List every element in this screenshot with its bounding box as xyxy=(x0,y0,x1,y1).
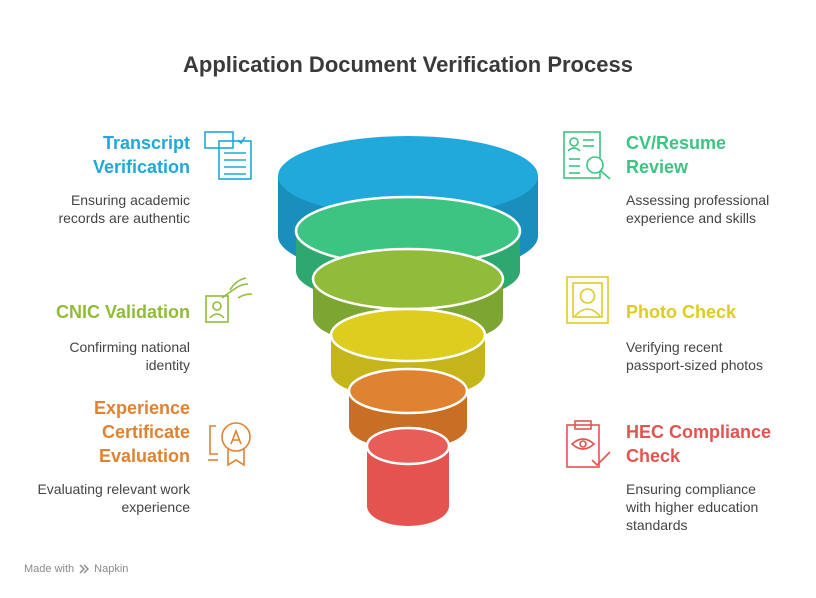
footer-attribution: Made with Napkin xyxy=(24,563,128,575)
step-experience-certificate-evaluation: Experience Certificate Evaluation Evalua… xyxy=(0,396,190,516)
portrait-photo-icon xyxy=(566,276,609,324)
step-transcript-verification: Transcript Verification Ensuring academi… xyxy=(0,131,190,227)
step-description: Ensuring compliance with higher educatio… xyxy=(626,481,759,533)
footer-made-with: Made with xyxy=(24,563,75,575)
step-photo-check: Photo Check Verifying recent passport-si… xyxy=(626,300,806,374)
step-description: Evaluating relevant work experience xyxy=(37,481,190,515)
step-heading: Photo Check xyxy=(626,302,737,322)
step-description: Ensuring academic records are authentic xyxy=(58,192,190,226)
step-cnic-validation: CNIC Validation Confirming national iden… xyxy=(0,300,190,374)
page-title: Application Document Verification Proces… xyxy=(183,52,633,77)
clipboard-check-icon xyxy=(566,420,611,468)
id-card-icon xyxy=(205,277,253,323)
funnel-layer-red xyxy=(365,426,451,526)
step-heading: Experience Certificate Evaluation xyxy=(93,398,190,466)
resume-search-icon xyxy=(563,131,611,180)
step-description: Assessing professional experience and sk… xyxy=(626,192,770,226)
certificate-badge-icon xyxy=(208,422,251,467)
step-heading: Transcript Verification xyxy=(92,133,190,177)
step-hec-compliance-check: HEC Compliance Check Ensuring compliance… xyxy=(626,420,816,534)
document-list-icon xyxy=(204,131,252,180)
step-heading: CV/Resume Review xyxy=(626,133,727,177)
step-description: Confirming national identity xyxy=(69,339,190,373)
step-heading: HEC Compliance Check xyxy=(626,422,772,466)
footer-brand: Napkin xyxy=(94,563,129,575)
napkin-logo-icon xyxy=(79,564,90,574)
step-heading: CNIC Validation xyxy=(55,302,190,322)
step-cv-resume-review: CV/Resume Review Assessing professional … xyxy=(626,131,806,227)
step-description: Verifying recent passport-sized photos xyxy=(626,339,763,373)
